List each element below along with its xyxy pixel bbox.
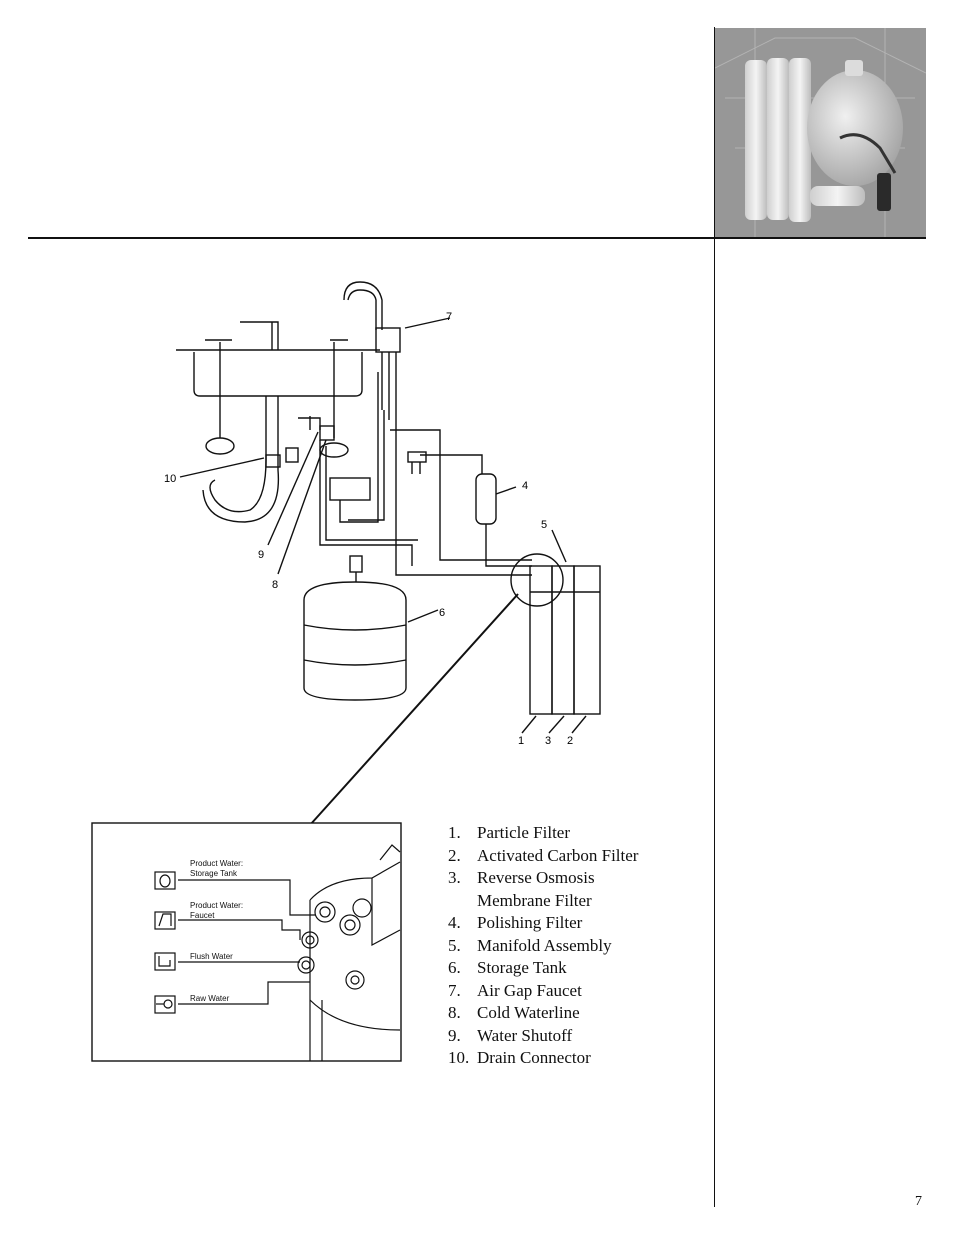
inset-faucet-label-1: Product Water:: [190, 901, 243, 910]
parts-legend: 1. Particle Filter 2. Activated Carbon Fil…: [448, 822, 638, 1070]
legend-number: 7.: [448, 980, 461, 1000]
legend-item: 8. Cold Waterline: [448, 1002, 638, 1025]
legend-label: Cold Waterline: [477, 1003, 580, 1022]
legend-number: 1.: [448, 823, 461, 842]
legend-label: Water Shutoff: [477, 1025, 573, 1045]
callout-3: 3: [545, 735, 551, 747]
legend-number: [448, 890, 477, 913]
callout-10: 10: [164, 473, 176, 485]
inset-faucet-label-2: Faucet: [190, 911, 215, 920]
legend-item: 2. Activated Carbon Filter: [448, 845, 638, 868]
product-photo: [715, 28, 926, 237]
callout-5: 5: [541, 519, 547, 531]
legend-number: 4.: [448, 913, 461, 932]
inset-storage-label-2: Storage Tank: [190, 869, 238, 878]
legend-item: 4. Polishing Filter: [448, 912, 638, 935]
legend-item: 9. Water Shutoff: [448, 1025, 638, 1048]
inset-raw-label: Raw Water: [190, 994, 230, 1003]
callout-2: 2: [567, 735, 573, 747]
legend-label: Drain Connector: [477, 1048, 591, 1067]
header-rule: [28, 237, 926, 239]
callout-9: 9: [258, 549, 264, 561]
legend-item: 7. Air Gap Faucet: [448, 980, 638, 1003]
legend-number: 5.: [448, 935, 461, 955]
manifold-inset: Product Water: Storage Tank Product Wate…: [91, 822, 402, 1062]
legend-number: 2.: [448, 845, 461, 865]
legend-item: 10. Drain Connector: [448, 1047, 638, 1070]
legend-label: Air Gap Faucet: [477, 980, 582, 1000]
legend-number: 9.: [448, 1025, 461, 1045]
inset-flush-label: Flush Water: [190, 952, 233, 961]
legend-item: 5. Manifold Assembly: [448, 935, 638, 958]
inset-storage-label-1: Product Water:: [190, 859, 243, 868]
legend-number: 8.: [448, 1003, 461, 1022]
callout-4: 4: [522, 480, 528, 492]
legend-item: Membrane Filter: [448, 890, 638, 913]
legend-label: Reverse Osmosis: [477, 868, 595, 887]
legend-item: 3. Reverse Osmosis: [448, 867, 638, 890]
legend-item: 6. Storage Tank: [448, 957, 638, 980]
legend-label: Manifold Assembly: [477, 935, 612, 955]
legend-number: 6.: [448, 958, 461, 977]
callout-1: 1: [518, 735, 524, 747]
legend-number: 10.: [448, 1048, 470, 1067]
legend-number: 3.: [448, 868, 461, 887]
sidebar-rule: [714, 27, 715, 1207]
callout-7: 7: [446, 311, 452, 323]
legend-label: Membrane Filter: [477, 890, 592, 910]
callout-8: 8: [272, 579, 278, 591]
legend-label: Activated Carbon Filter: [477, 845, 639, 865]
legend-label: Particle Filter: [477, 823, 571, 842]
callout-6: 6: [439, 607, 445, 619]
page-number: 7: [915, 1194, 922, 1209]
legend-label: Polishing Filter: [477, 913, 583, 932]
legend-label: Storage Tank: [477, 958, 567, 977]
legend-item: 1. Particle Filter: [448, 822, 638, 845]
